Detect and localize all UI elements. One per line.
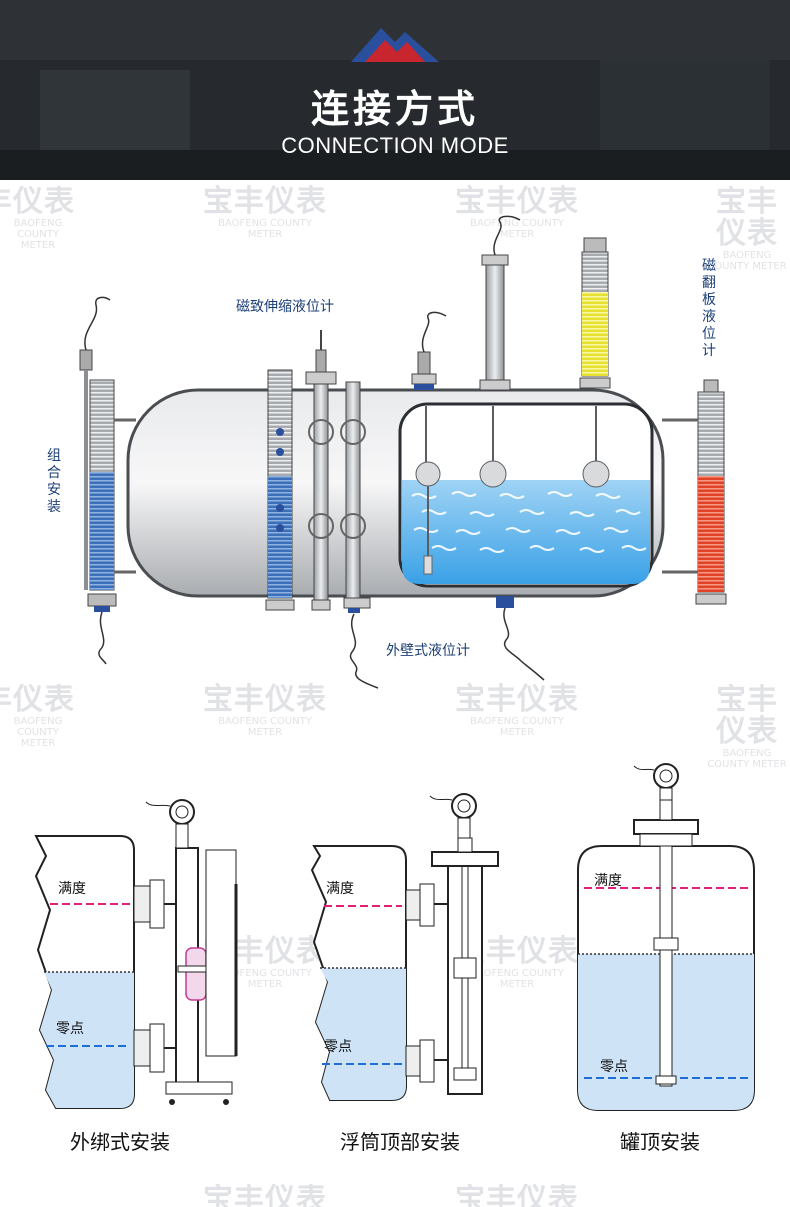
label-full-2: 满度 (326, 881, 354, 897)
top-mount-pipe (485, 261, 505, 383)
caption-strap-on: 外绑式安装 (70, 1130, 170, 1154)
caption-tank-top: 罐顶安装 (620, 1130, 700, 1154)
label-external-wall: 外壁式液位计 (386, 643, 470, 659)
header-banner: 连接方式 CONNECTION MODE (0, 0, 790, 180)
factory-background (0, 0, 790, 180)
caption-float-top: 浮筒顶部安装 (340, 1130, 460, 1154)
label-magnetic-flap: 磁翻板液位计 (702, 258, 716, 359)
watermark: 宝丰仪表 (203, 1184, 327, 1207)
label-zero-2: 零点 (324, 1039, 352, 1055)
label-zero-1: 零点 (56, 1021, 84, 1037)
float-ball (582, 460, 610, 488)
watermark: 宝丰仪表 (455, 1184, 579, 1207)
label-magnetostrictive: 磁致伸缩液位计 (236, 299, 334, 315)
label-full-1: 满度 (58, 881, 86, 897)
magnetostrictive-pipe (313, 374, 329, 602)
label-combined-install: 组合安装 (47, 448, 61, 515)
mountain-logo-icon (351, 28, 439, 62)
float-ball (415, 461, 441, 487)
section-subtitle: CONNECTION MODE (281, 133, 509, 158)
horizontal-tank-diagram (79, 215, 727, 689)
label-full-3: 满度 (594, 873, 622, 889)
outer-wall-pipe (345, 381, 361, 601)
section-title: 连接方式 (310, 87, 479, 131)
float-ball (479, 460, 507, 488)
label-zero-3: 零点 (600, 1059, 628, 1075)
